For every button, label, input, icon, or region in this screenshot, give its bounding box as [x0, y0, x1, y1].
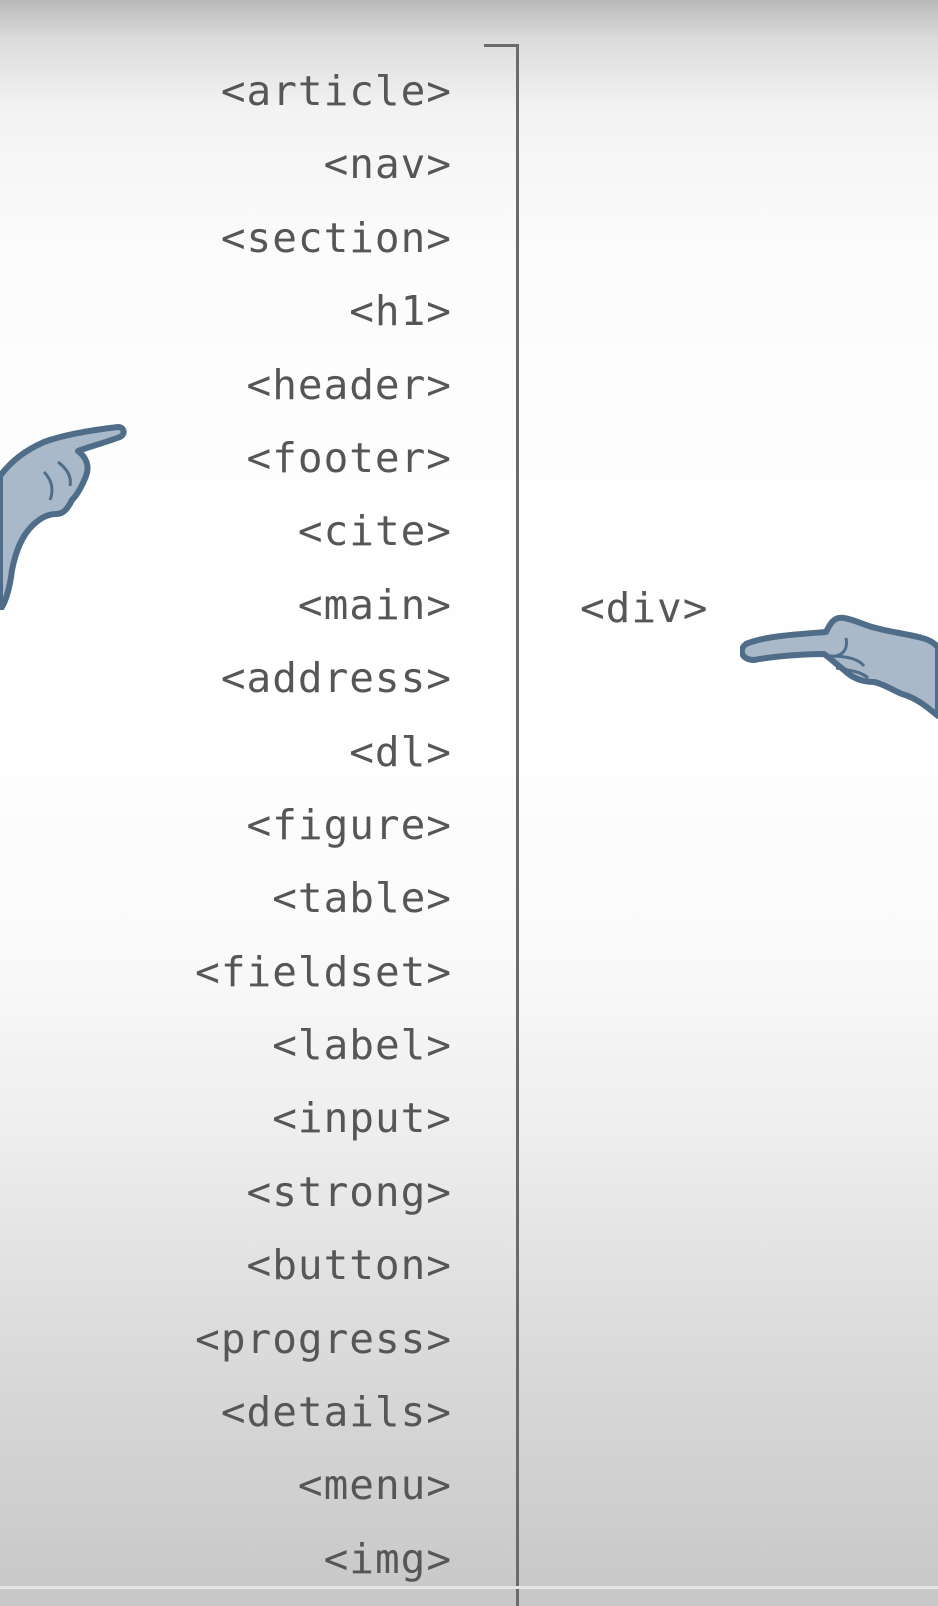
- tag-strong: <strong>: [246, 1167, 452, 1216]
- tag-main: <main>: [297, 580, 452, 629]
- bracket-top-tick: [484, 44, 519, 47]
- tag-progress: <progress>: [195, 1314, 452, 1363]
- tag-h1: <h1>: [349, 287, 452, 336]
- tag-figure: <figure>: [246, 800, 452, 849]
- divider-bracket: [516, 46, 519, 1606]
- tag-dl: <dl>: [349, 727, 452, 776]
- tag-fieldset: <fieldset>: [195, 947, 452, 996]
- tag-button: <button>: [246, 1241, 452, 1290]
- tag-footer: <footer>: [246, 433, 452, 482]
- tag-address: <address>: [220, 654, 452, 703]
- bottom-strip: [0, 1586, 938, 1589]
- semantic-tag-list: <article> <nav> <section> <h1> <header> …: [0, 55, 452, 1596]
- tag-header: <header>: [246, 360, 452, 409]
- tag-details: <details>: [220, 1388, 452, 1437]
- pointing-hand-icon: [0, 424, 127, 610]
- tag-article: <article>: [220, 67, 452, 115]
- tag-input: <input>: [272, 1094, 452, 1143]
- tag-table: <table>: [272, 874, 452, 923]
- tag-section: <section>: [220, 213, 452, 262]
- tag-img: <img>: [323, 1534, 452, 1583]
- tag-menu: <menu>: [297, 1461, 452, 1510]
- pointing-hand-icon: [740, 614, 938, 719]
- tag-nav: <nav>: [323, 140, 452, 189]
- tag-cite: <cite>: [297, 507, 452, 556]
- tag-label: <label>: [272, 1021, 452, 1070]
- div-tag: <div>: [580, 584, 709, 632]
